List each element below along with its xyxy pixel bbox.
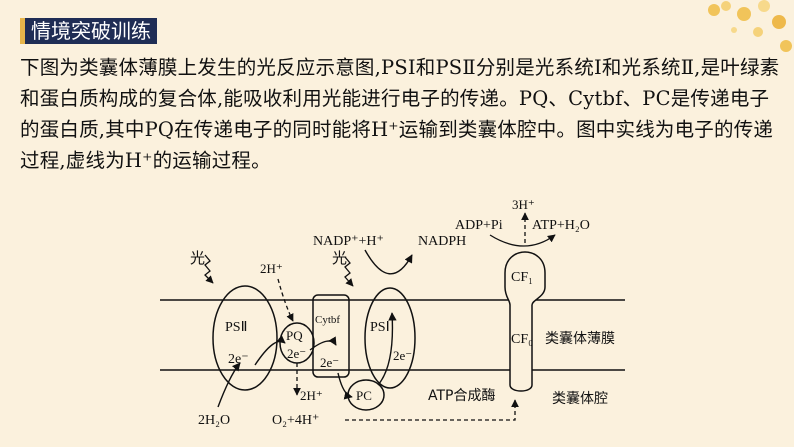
electron-arrow-cytbf-to-pc (337, 372, 353, 400)
psi-label: PSⅠ (370, 320, 390, 335)
h-plus-top-label: 2H⁺ (260, 261, 283, 276)
cytbf-label: Cytbf (315, 314, 340, 326)
section-title: 情境突破训练 (20, 18, 157, 44)
light-wavy-arrow-right (344, 256, 354, 287)
flower-decoration (708, 0, 792, 52)
atp-synthase-shape (504, 251, 546, 392)
adp-to-atp-arrow (489, 234, 556, 247)
psii-complex (212, 285, 278, 391)
pq-label: PQ (286, 328, 303, 343)
question-paragraph: 下图为类囊体薄膜上发生的光反应示意图,PSⅠ和PSⅡ分别是光系统Ⅰ和光系统Ⅱ,是… (20, 56, 780, 172)
electron-arrow-pc-to-psi (377, 312, 397, 386)
light-label-left: 光 (190, 249, 205, 267)
oxygen-label: O₂+4H⁺ (272, 413, 319, 428)
three-h-plus-label: 3H⁺ (512, 197, 535, 212)
lumen-label: 类囊体腔 (552, 390, 608, 407)
pc-label: PC (356, 388, 372, 403)
atp-label: ATP+H₂O (532, 218, 590, 233)
cf0-label: CF₀ (511, 332, 533, 347)
psi-electron-label: 2e⁻ (393, 348, 412, 363)
light-wavy-arrow-left (204, 254, 214, 284)
psi-complex (364, 287, 416, 389)
water-label: 2H₂O (198, 413, 230, 428)
h-plus-dashed-to-atp-synthase (345, 399, 519, 421)
electron-arrow-pq-to-cytbf (309, 336, 337, 351)
membrane-label: 类囊体薄膜 (545, 330, 615, 347)
cytbf-complex (312, 294, 350, 378)
nadp-to-nadph-arrow (364, 249, 413, 275)
electron-arrow-psii-to-pq (254, 335, 286, 366)
light-label-right: 光 (332, 249, 347, 267)
cf1-label: CF₁ (511, 270, 533, 285)
water-split-arrow (217, 362, 241, 408)
atp-synthase-label: ATP合成酶 (428, 388, 495, 404)
light-reaction-diagram: 光 PSⅡ 2e⁻ PQ 2e⁻ Cytbf 2e⁻ PSⅠ 2e⁻ PC 光 … (160, 197, 625, 428)
cytbf-electron-label: 2e⁻ (320, 355, 339, 370)
pq-electron-label: 2e⁻ (287, 346, 306, 361)
h-plus-bottom-label: 2H⁺ (300, 388, 323, 403)
adp-label: ADP+Pi (455, 218, 503, 233)
nadph-label: NADPH (418, 234, 466, 249)
psii-label: PSⅡ (225, 320, 247, 335)
h-plus-dashed-arrow-top (277, 278, 294, 322)
nadp-label: NADP⁺+H⁺ (313, 234, 384, 249)
